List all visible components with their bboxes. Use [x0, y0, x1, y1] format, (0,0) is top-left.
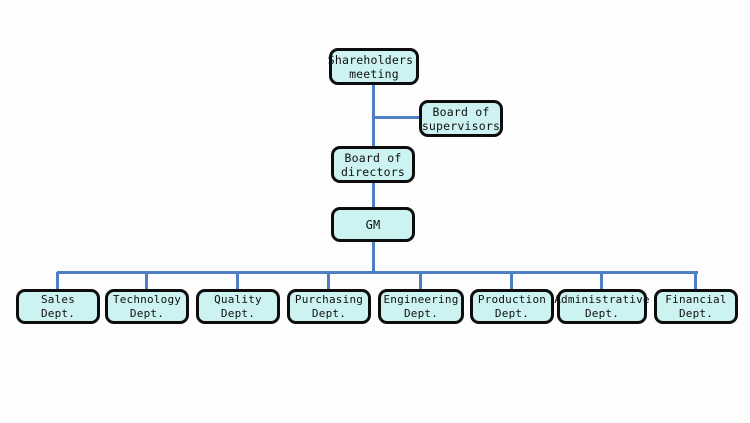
- department-bus: [57, 271, 698, 274]
- drop-purchasing: [327, 272, 330, 289]
- drop-technology: [145, 272, 148, 289]
- drop-production: [510, 272, 513, 289]
- node-department-production[interactable]: Production Dept.: [470, 289, 554, 324]
- node-shareholders-meeting[interactable]: Shareholders' meeting: [328, 48, 420, 85]
- trunk-shareholders-to-directors: [372, 85, 375, 146]
- node-department-purchasing[interactable]: Purchasing Dept.: [287, 289, 371, 324]
- drop-quality: [236, 272, 239, 289]
- drop-administrative: [600, 272, 603, 289]
- trunk-gm-to-bus: [372, 242, 375, 273]
- drop-financial: [694, 272, 697, 289]
- node-department-sales[interactable]: Sales Dept.: [16, 289, 100, 324]
- node-department-engineering[interactable]: Engineering Dept.: [378, 289, 464, 324]
- node-gm[interactable]: GM: [331, 207, 415, 242]
- trunk-directors-to-gm: [372, 183, 375, 207]
- node-department-administrative[interactable]: Administrative Dept.: [554, 289, 650, 324]
- node-board-of-directors[interactable]: Board of directors: [331, 146, 415, 183]
- drop-sales: [56, 272, 59, 289]
- stub-to-supervisors: [373, 116, 419, 119]
- node-department-quality[interactable]: Quality Dept.: [196, 289, 280, 324]
- node-board-of-supervisors[interactable]: Board of supervisors: [419, 100, 503, 137]
- node-department-financial[interactable]: Financial Dept.: [654, 289, 738, 324]
- node-department-technology[interactable]: Technology Dept.: [105, 289, 189, 324]
- drop-engineering: [419, 272, 422, 289]
